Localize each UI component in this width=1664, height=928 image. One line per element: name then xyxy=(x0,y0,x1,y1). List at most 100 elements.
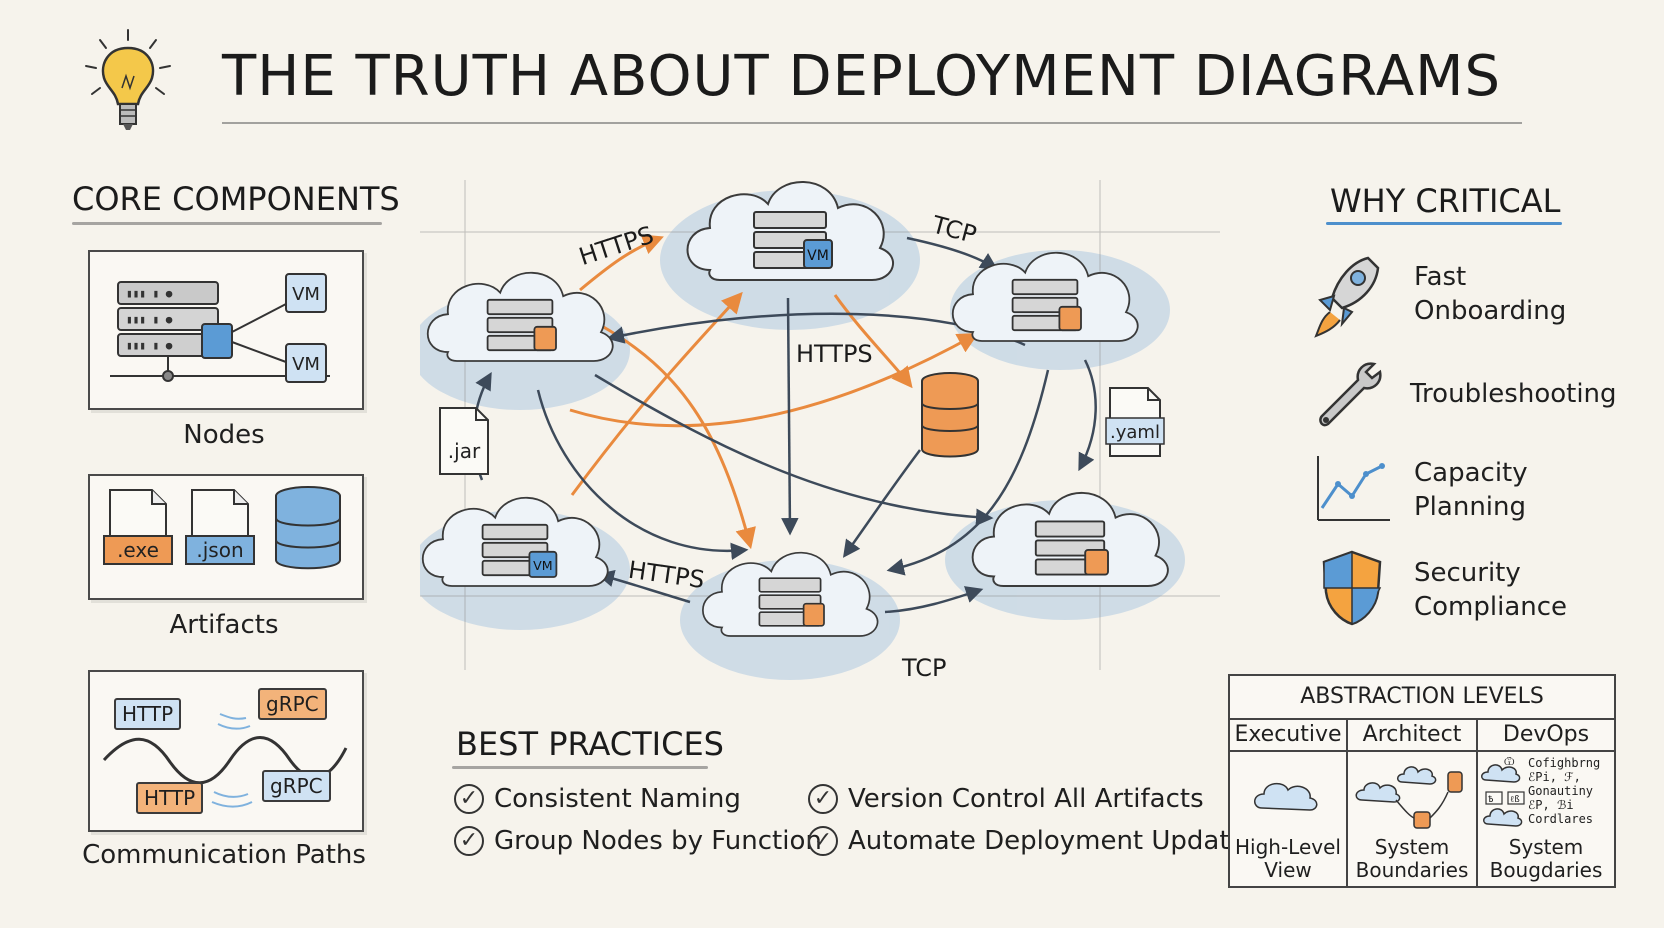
core-heading-underline xyxy=(72,222,382,225)
check-icon: ✓ xyxy=(454,784,484,814)
abstraction-col-executive: Executive xyxy=(1234,722,1342,747)
best-practice-label: Consistent Naming xyxy=(494,784,741,814)
caption-line: View xyxy=(1264,858,1312,882)
jar-file-icon: .jar xyxy=(439,407,489,475)
core-components-heading: CORE COMPONENTS xyxy=(72,180,400,218)
best-practice-item: ✓ Automate Deployment Updates xyxy=(808,826,1259,856)
why-item-line: Planning xyxy=(1414,492,1526,522)
shield-icon xyxy=(1318,548,1386,628)
edge-label-https-3: HTTPS xyxy=(627,556,707,594)
best-practice-label: Group Nodes by Function xyxy=(494,826,822,856)
devops-note-line: Gonautiny xyxy=(1528,784,1594,798)
yaml-label: .yaml xyxy=(1110,422,1160,443)
why-critical-underline xyxy=(1326,222,1562,225)
abstraction-col-devops: DevOps xyxy=(1502,722,1590,747)
cloud-vm-label-left-bottom: VM xyxy=(533,558,552,573)
cloud-node-left-top xyxy=(426,271,614,362)
wrench-icon xyxy=(1312,358,1388,434)
devops-notes: Cofighbrng ℰPi, ℱ, Gonautiny ℰP, ℬi Cord… xyxy=(1528,756,1612,826)
best-practices-underline xyxy=(452,766,708,769)
comm-chip-grpc-1: gRPC xyxy=(258,688,327,720)
rocket-icon xyxy=(1312,252,1384,342)
artifact-files-illustration: .exe .json xyxy=(103,486,341,570)
abstraction-levels-heading: ABSTRACTION LEVELS xyxy=(1300,684,1544,709)
exe-label: .exe xyxy=(117,538,159,562)
title-underline xyxy=(222,122,1522,124)
yaml-file-icon: .yaml xyxy=(1105,387,1165,457)
artifacts-caption: Artifacts xyxy=(169,610,279,640)
cloud-node-bottom xyxy=(702,551,879,637)
best-practice-item: ✓ Version Control All Artifacts xyxy=(808,784,1204,814)
why-item-line: Fast xyxy=(1414,262,1467,292)
abstraction-col-divider xyxy=(1476,718,1478,886)
json-label: .json xyxy=(196,538,243,562)
comm-chip-http-2: HTTP xyxy=(136,782,204,814)
why-critical-heading: WHY CRITICAL xyxy=(1330,182,1561,220)
caption-line: High-Level xyxy=(1235,835,1341,859)
best-practice-item: ✓ Group Nodes by Function xyxy=(454,826,822,856)
edge-label-https-1: HTTPS xyxy=(576,221,658,271)
edge-label-tcp-2: TCP xyxy=(901,654,946,682)
nodes-caption: Nodes xyxy=(183,420,265,450)
cloud-node-top: VM xyxy=(686,180,895,281)
chart-icon xyxy=(1310,452,1392,528)
page-title: THE TRUTH ABOUT DEPLOYMENT DIAGRAMS xyxy=(222,44,1502,109)
abstraction-illustrations xyxy=(1254,764,1525,829)
svg-text:▮▮▮ ▮ ●: ▮▮▮ ▮ ● xyxy=(126,313,173,326)
devops-note-line: Cordlares xyxy=(1528,812,1594,826)
edge-label-tcp-1: TCP xyxy=(928,210,979,249)
why-item-line: Compliance xyxy=(1414,592,1568,622)
comm-paths-caption: Communication Paths xyxy=(82,840,366,870)
why-item-fast-onboarding: Fast Onboarding xyxy=(1414,260,1566,328)
comm-paths-card: HTTP gRPC HTTP gRPC xyxy=(88,670,364,832)
why-item-troubleshooting: Troubleshooting xyxy=(1410,379,1617,409)
caption-line: System xyxy=(1508,835,1584,859)
abstraction-col-divider xyxy=(1346,718,1348,886)
jar-label: .jar xyxy=(448,439,481,463)
caption-line: System xyxy=(1374,835,1450,859)
best-practice-item: ✓ Consistent Naming xyxy=(454,784,741,814)
check-icon: ✓ xyxy=(454,826,484,856)
deployment-diagram: VM VM .jar xyxy=(420,180,1220,682)
cloud-node-left-bottom: VM xyxy=(421,496,609,587)
comm-chip-grpc-2: gRPC xyxy=(262,770,331,802)
devops-chip: Ѣ xyxy=(1488,795,1494,805)
database-icon xyxy=(921,372,979,458)
abstraction-header-divider xyxy=(1230,718,1614,720)
abstraction-caption-architect: System Boundaries xyxy=(1348,836,1476,882)
svg-text:▮▮▮ ▮ ●: ▮▮▮ ▮ ● xyxy=(126,339,173,352)
abstraction-caption-devops: System Bougdaries xyxy=(1478,836,1614,882)
nodes-vm-label-2: VM xyxy=(292,354,320,375)
abstraction-subheader-divider xyxy=(1230,750,1614,752)
server-vm-illustration: ▮▮▮ ▮ ● ▮▮▮ ▮ ● ▮▮▮ ▮ ● VM VM xyxy=(110,273,330,383)
caption-line: Bougdaries xyxy=(1489,858,1603,882)
best-practice-label: Automate Deployment Updates xyxy=(848,826,1260,856)
why-item-security-compliance: Security Compliance xyxy=(1414,556,1567,624)
devops-chip: Ѿ xyxy=(1504,758,1515,768)
best-practices-heading: BEST PRACTICES xyxy=(456,725,724,763)
cloud-vm-label-top: VM xyxy=(807,248,829,264)
why-item-capacity-planning: Capacity Planning xyxy=(1414,456,1528,524)
devops-note-line: ℰPi, ℱ, xyxy=(1528,770,1581,784)
comm-chip-http-1: HTTP xyxy=(114,698,182,730)
why-item-line: Security xyxy=(1414,558,1521,588)
check-icon: ✓ xyxy=(808,826,838,856)
nodes-vm-label-1: VM xyxy=(292,284,320,305)
why-item-line: Onboarding xyxy=(1414,296,1567,326)
best-practice-label: Version Control All Artifacts xyxy=(848,784,1204,814)
nodes-card: ▮▮▮ ▮ ● ▮▮▮ ▮ ● ▮▮▮ ▮ ● VM VM xyxy=(88,250,364,410)
why-item-line: Capacity xyxy=(1414,458,1528,488)
devops-note-line: Cofighbrng xyxy=(1528,756,1601,770)
lightbulb-icon xyxy=(78,28,178,138)
edge-label-https-2: HTTPS xyxy=(796,340,873,368)
artifacts-card: .exe .json xyxy=(88,474,364,600)
abstraction-col-architect: Architect xyxy=(1362,722,1462,747)
devops-chip: ℓß xyxy=(1510,795,1520,805)
caption-line: Boundaries xyxy=(1355,858,1469,882)
abstraction-caption-executive: High-Level View xyxy=(1230,836,1346,882)
abstraction-levels-table: ABSTRACTION LEVELS Executive Architect D… xyxy=(1228,674,1616,888)
svg-text:▮▮▮ ▮ ●: ▮▮▮ ▮ ● xyxy=(126,287,173,300)
cloud-node-right-bottom xyxy=(971,491,1169,587)
cloud-node-right-top xyxy=(951,251,1139,342)
check-icon: ✓ xyxy=(808,784,838,814)
